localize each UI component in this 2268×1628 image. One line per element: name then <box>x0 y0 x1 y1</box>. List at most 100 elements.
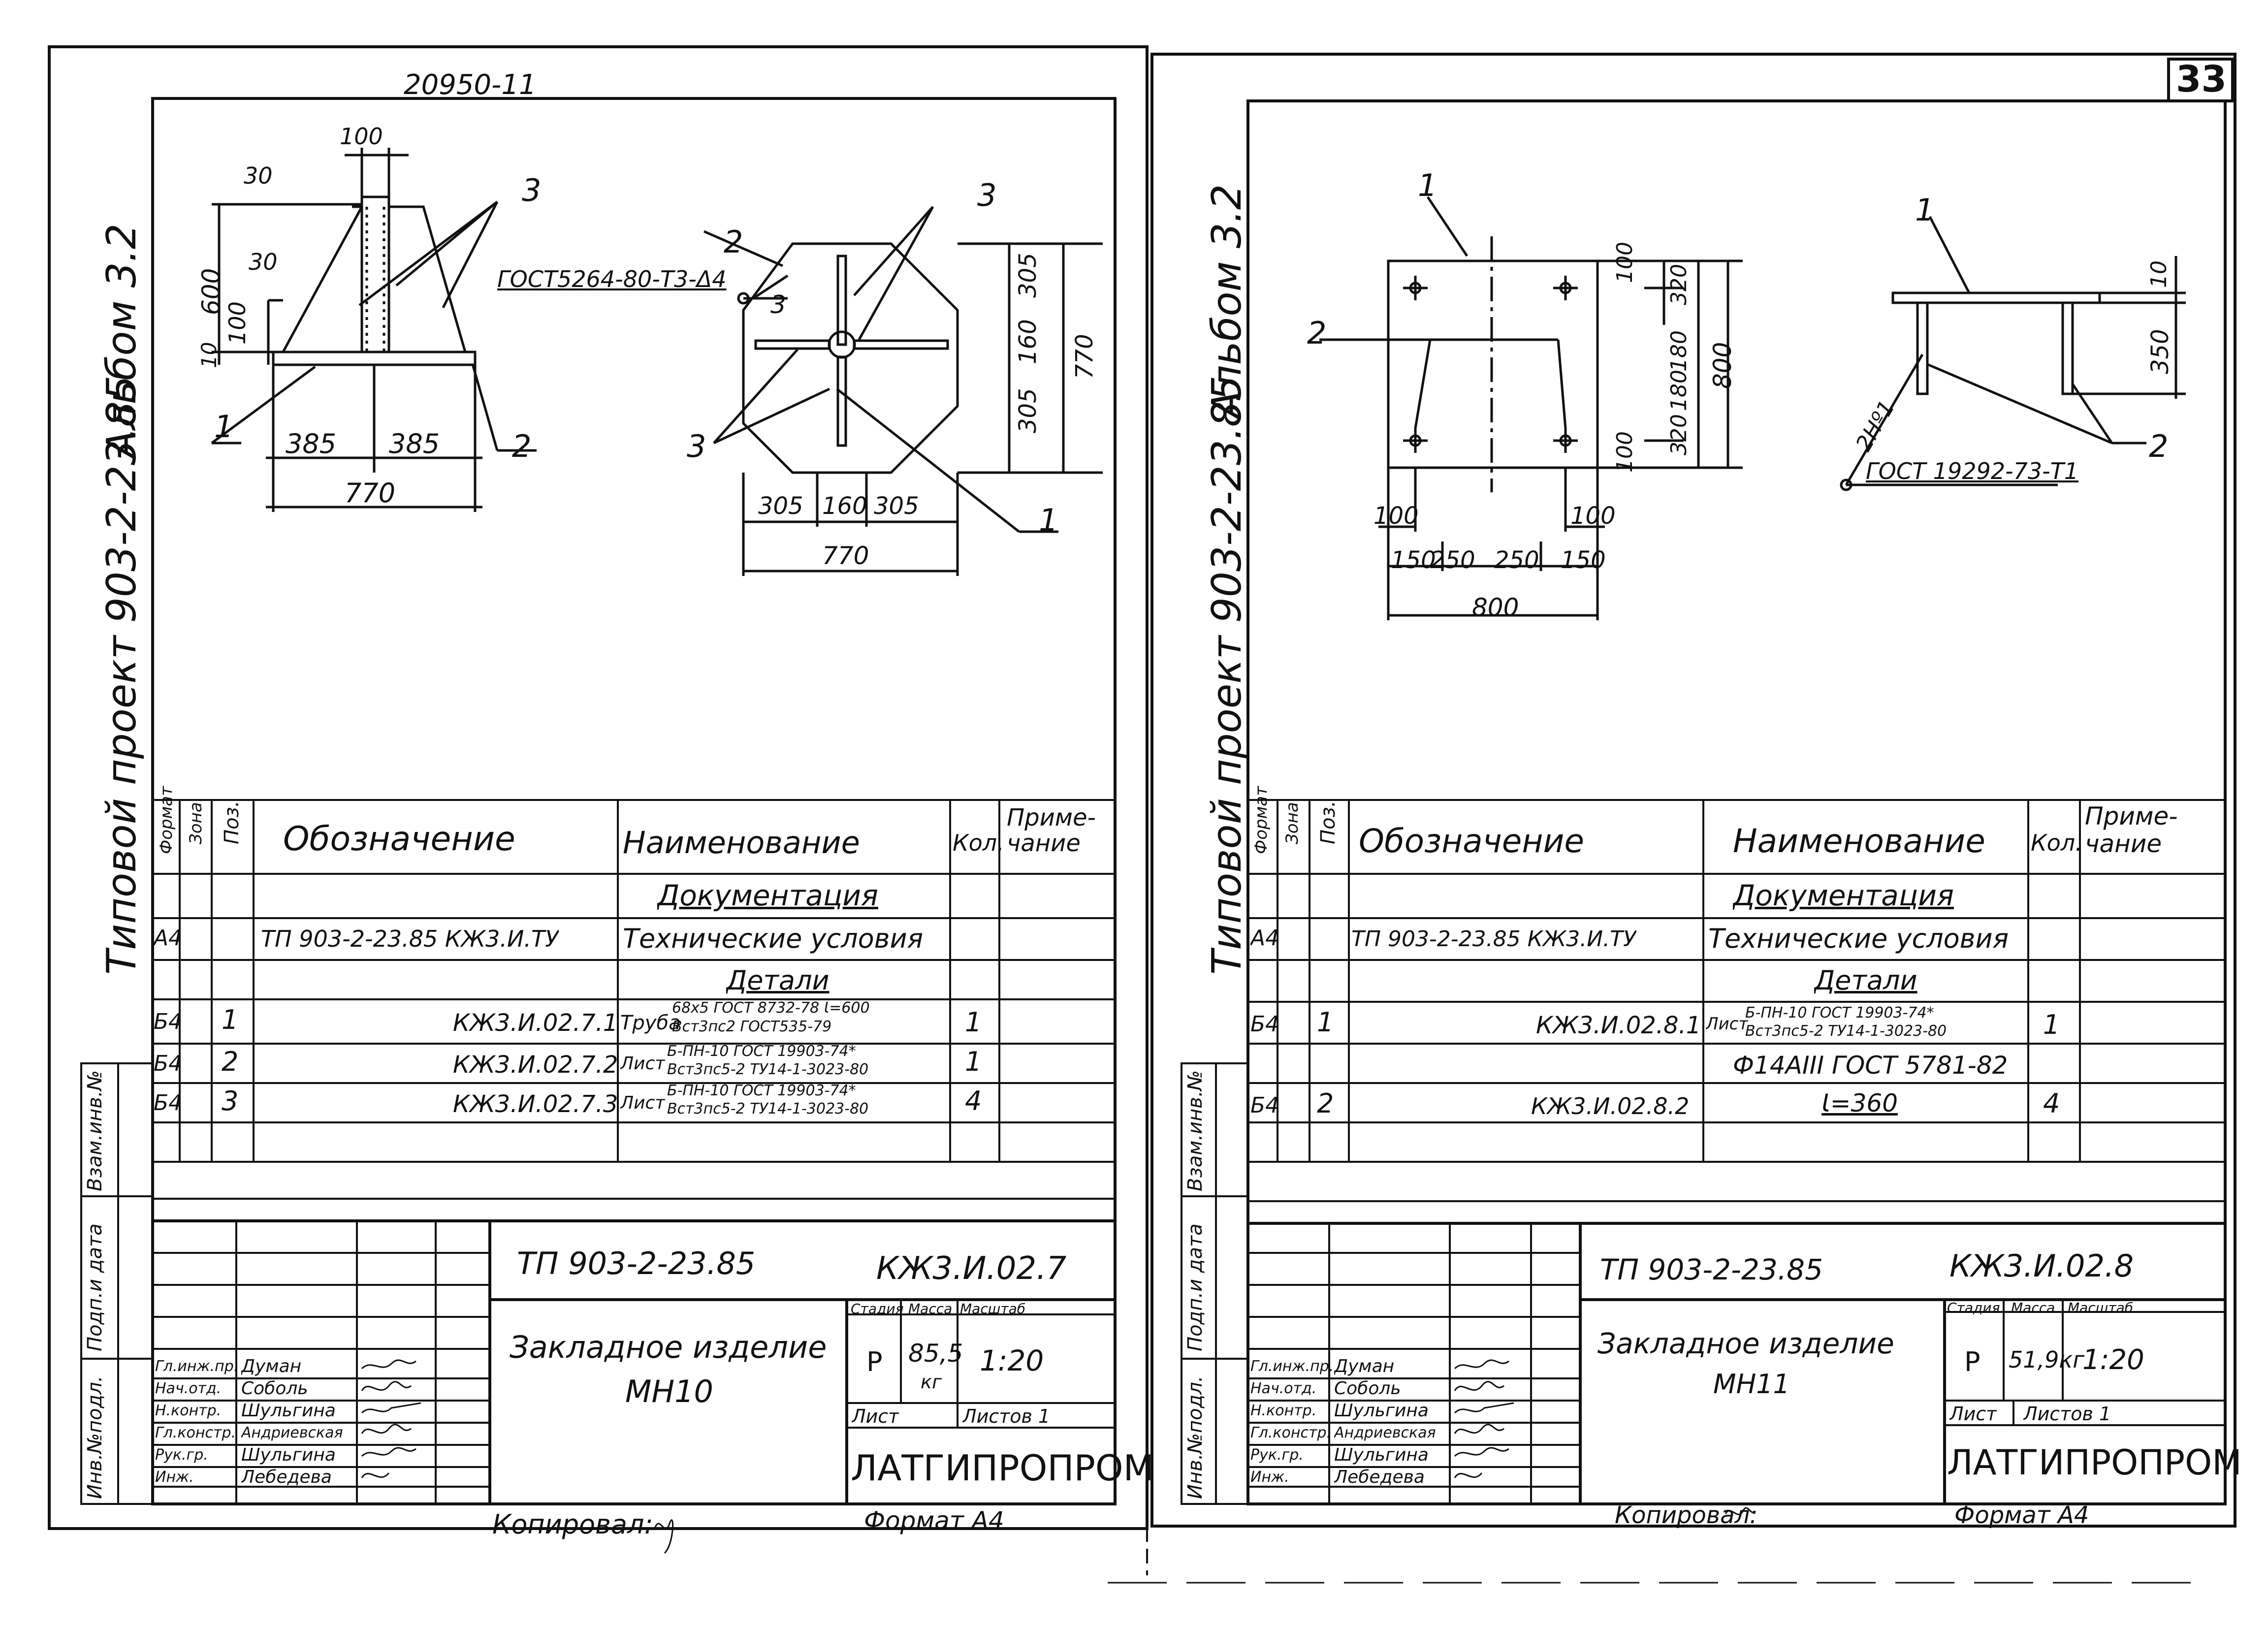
right-inner-frame <box>1246 99 2227 1505</box>
left-row3-name-line2: Вст3пс5-2 ТУ14-1-3023-80 <box>667 1100 869 1117</box>
right-dim-800-h: 800 <box>1472 593 1519 622</box>
sheet-number: 33 <box>2176 58 2227 100</box>
right-hdr-name: Наименование <box>1733 822 1985 860</box>
right-row1-name-line2: Вст3пс5-2 ТУ14-1-3023-80 <box>1745 1022 1947 1040</box>
right-dim-100-b: 100 <box>1612 431 1637 473</box>
left-row2-name-line1: Б-ПН-10 ГОСТ 19903-74* <box>667 1043 856 1060</box>
right-callout-2b: 2 <box>2149 428 2169 464</box>
right-role-5: Инж. <box>1250 1468 1289 1486</box>
right-tb-code: КЖ3.И.02.8 <box>1949 1248 2134 1284</box>
left-spec-grid <box>153 799 1115 1200</box>
plan-callout-1: 1 <box>1039 502 1058 538</box>
left-tb-mass-unit: кг <box>921 1371 942 1393</box>
right-row1-qty: 1 <box>2043 1009 2060 1040</box>
left-doc-format: А4 <box>154 926 183 951</box>
plan-callout-3b: 3 <box>977 177 997 213</box>
right-row1-pos: 1 <box>1317 1007 1334 1038</box>
right-dim-150-b: 150 <box>1561 546 1606 574</box>
left-tb-scale-label: Масштаб <box>960 1301 1026 1317</box>
left-row1-qty: 1 <box>965 1007 982 1038</box>
left-format: Формат А4 <box>864 1506 1004 1535</box>
right-dim-10: 10 <box>2146 260 2172 288</box>
right-dim-100-c: 100 <box>1374 502 1419 530</box>
left-name-5: Лебедева <box>241 1467 332 1487</box>
left-title-block-grid <box>153 1219 1115 1504</box>
right-row1-format: Б4 <box>1250 1012 1279 1037</box>
left-tb-item-name: Закладное изделие <box>510 1329 827 1365</box>
right-callout-1b: 1 <box>1915 192 1935 228</box>
left-role-2: Н.контр. <box>155 1402 222 1419</box>
left-row1-designation: КЖ3.И.02.7.1 <box>453 1009 618 1037</box>
right-stamp-inv: Инв.№подл. <box>1184 1375 1207 1499</box>
right-row3-designation: КЖ3.И.02.8.2 <box>1531 1093 1690 1119</box>
left-tb-stage: Р <box>866 1346 883 1377</box>
right-hdr-qty: Кол. <box>2031 830 2082 856</box>
right-stamp-sign-date: Подп.и дата <box>1184 1223 1207 1351</box>
right-tb-sheet-label: Лист <box>1949 1403 1997 1425</box>
dim-305-c: 305 <box>758 492 803 520</box>
left-role-0: Гл.инж.пр. <box>155 1358 239 1375</box>
right-hdr-zone: Зона <box>1282 802 1302 844</box>
right-side-title: Типовой проект 903-2-23.85 <box>1204 375 1250 975</box>
right-title-block-grid <box>1248 1222 2225 1504</box>
right-hdr-note: Приме- чание <box>2085 802 2178 858</box>
dim-385-b: 385 <box>389 428 440 459</box>
right-tb-scale-label: Масштаб <box>2068 1300 2134 1316</box>
right-tb-project: ТП 903-2-23.85 <box>1600 1253 1823 1286</box>
left-row3-designation: КЖ3.И.02.7.3 <box>453 1090 618 1118</box>
right-dim-100-d: 100 <box>1570 502 1616 530</box>
right-hdr-format: Формат <box>1251 786 1271 854</box>
right-callout-1a: 1 <box>1418 167 1437 203</box>
left-row1-name-main: Труба <box>620 1012 681 1034</box>
left-role-1: Нач.отд. <box>155 1380 222 1397</box>
right-name-3: Андриевская <box>1334 1424 1436 1441</box>
left-doc-name: Технические условия <box>623 923 924 954</box>
right-dim-250-a: 250 <box>1430 546 1475 574</box>
right-row3-name-line1: Ɩ=360 <box>1821 1089 1898 1117</box>
weld-note-left: ГОСТ5264-80-Т3-Δ4 <box>497 266 727 292</box>
right-side-stamp <box>1181 1062 1249 1505</box>
right-format: Формат А4 <box>1954 1501 2089 1529</box>
right-row2-name-line1: Ф14АIII ГОСТ 5781-82 <box>1733 1051 2008 1080</box>
right-tb-stage-label: Стадия <box>1947 1300 2000 1316</box>
left-row3-pos: 3 <box>222 1085 239 1117</box>
right-doc-name: Технические условия <box>1708 923 2009 954</box>
right-name-2: Шульгина <box>1334 1401 1429 1421</box>
left-row2-pos: 2 <box>222 1046 239 1077</box>
right-tb-mass-label: Масса <box>2011 1300 2055 1316</box>
left-row3-format: Б4 <box>154 1090 183 1116</box>
right-name-1: Соболь <box>1334 1378 1401 1399</box>
right-weld-note: ГОСТ 19292-73-Т1 <box>1866 458 2079 484</box>
left-tb-org: ЛАТГИПРОПРОМ <box>851 1447 1154 1489</box>
left-tb-project: ТП 903-2-23.85 <box>517 1245 756 1281</box>
right-name-0: Думан <box>1334 1356 1395 1376</box>
right-dim-320-b: 320 <box>1666 414 1692 455</box>
left-role-5: Инж. <box>155 1468 194 1486</box>
right-name-4: Шульгина <box>1334 1445 1429 1465</box>
left-side-stamp <box>80 1062 154 1505</box>
dim-160-b: 160 <box>822 492 867 520</box>
plan-callout-2: 2 <box>724 224 743 260</box>
right-section-docs: Документация <box>1733 879 1954 912</box>
left-row1-format: Б4 <box>154 1009 183 1034</box>
sheet-code: 20950-11 <box>404 69 537 101</box>
right-dim-100-a: 100 <box>1612 242 1637 283</box>
dim-305-d: 305 <box>874 492 919 520</box>
callout-1: 1 <box>214 409 234 445</box>
left-hdr-designation: Обозначение <box>283 820 515 859</box>
left-row1-pos: 1 <box>222 1004 239 1035</box>
plan-callout-3c: 3 <box>687 428 706 464</box>
right-row1-designation: КЖ3.И.02.8.1 <box>1536 1012 1701 1039</box>
right-hdr-designation: Обозначение <box>1359 822 1584 860</box>
left-tb-mass: 85,5 <box>908 1339 963 1368</box>
right-dim-250-b: 250 <box>1494 546 1539 574</box>
left-name-0: Думан <box>241 1356 302 1376</box>
left-role-3: Гл.констр. <box>155 1424 236 1441</box>
left-row2-designation: КЖ3.И.02.7.2 <box>453 1051 618 1079</box>
right-dim-150-a: 150 <box>1391 546 1436 574</box>
right-dim-180-b: 180 <box>1666 370 1692 411</box>
right-tb-item-code: МН11 <box>1713 1369 1790 1400</box>
left-tb-sheet-label: Лист <box>852 1405 899 1427</box>
dim-30-a: 30 <box>244 162 273 189</box>
